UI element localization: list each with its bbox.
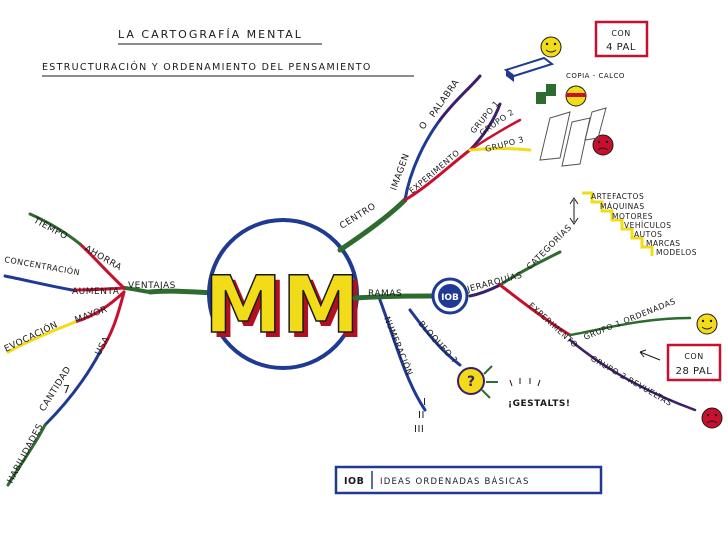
label-28-pal: 28 PAL: [676, 366, 713, 377]
hierarchy-stairs: ARTEFACTOS MÁQUINAS MOTORES VEHÍCULOS AU…: [569, 191, 697, 257]
label-4-pal: 4 PAL: [606, 42, 636, 53]
smiley-happy-top-icon: [540, 36, 562, 58]
label-habilidades: HABILIDADES: [6, 422, 46, 485]
hierarchy-5: MARCAS: [646, 239, 681, 248]
hierarchy-6: MODELOS: [656, 248, 697, 257]
center-mm-shadow: MM: [209, 266, 364, 356]
label-grupo2-revueltas: GRUPO 2 REVUELTAS: [589, 354, 674, 408]
label-experimento-2: EXPERIMENTO: [527, 301, 580, 350]
label-con-4: CON: [611, 29, 630, 38]
smiley-sad-right-icon: [701, 407, 723, 429]
green-blocks-icon: [536, 84, 556, 104]
hierarchy-4: AUTOS: [634, 230, 662, 239]
gestalt-burst: [509, 378, 541, 387]
legend-text: IDEAS ORDENADAS BÁSICAS: [380, 475, 530, 487]
roman-numerals: I II III: [414, 397, 426, 435]
label-jerarquias: JERARQUÍAS: [465, 269, 524, 296]
legend-box: IOB IDEAS ORDENADAS BÁSICAS: [334, 465, 603, 495]
label-roman-1: I: [423, 397, 426, 408]
label-categorias: CATEGORÍAS: [524, 222, 575, 273]
label-ramas: RAMAS: [368, 289, 402, 299]
hierarchy-2: MOTORES: [612, 212, 653, 221]
branch-ventajas: [3, 212, 218, 487]
map-subtitle: ESTRUCTURACIÓN Y ORDENAMIENTO DEL PENSAM…: [42, 61, 372, 73]
label-o: O: [418, 120, 430, 132]
iob-badge-label: IOB: [441, 293, 459, 303]
smiley-sad-top-icon: [592, 134, 614, 156]
label-aumenta: AUMENTA: [72, 287, 120, 297]
hierarchy-1: MÁQUINAS: [600, 202, 645, 211]
label-tiempo: TIEMPO: [31, 215, 69, 242]
label-numeracion: NUMERACIÓN: [381, 315, 416, 378]
center-mm: MM: [204, 261, 359, 351]
center-circle: [207, 218, 359, 370]
label-roman-2: II: [418, 410, 425, 421]
legend-abbr: IOB: [344, 476, 364, 487]
branch-centro: [337, 74, 532, 253]
block-icon: [503, 56, 555, 82]
label-gestalts: ¡GESTALTS!: [508, 399, 571, 409]
up-down-arrow-icon: [569, 197, 579, 225]
label-copia-calco: COPIA - CALCO: [566, 72, 625, 80]
label-seven: 7: [63, 383, 71, 396]
smiley-happy-right-icon: [696, 313, 718, 335]
box-con-4-pal: [594, 20, 649, 58]
iob-badge: IOB: [431, 277, 469, 315]
branch-ramas: [352, 250, 697, 412]
arrow-left-icon: [639, 349, 661, 361]
label-bloqueo: BLOQUEO ?: [416, 319, 459, 366]
hierarchy-3: VEHÍCULOS: [624, 221, 672, 230]
label-evocacion: EVOCACIÓN: [2, 318, 60, 354]
label-ventajas: VENTAJAS: [128, 281, 176, 291]
label-concentracion: CONCENTRACIÓN: [4, 253, 81, 277]
label-mayor: MAYOR: [74, 305, 109, 326]
smiley-neutral-icon: [565, 85, 587, 107]
label-roman-3: III: [414, 424, 424, 435]
question-icon: ?: [457, 365, 498, 399]
papers-icon: [539, 107, 607, 167]
label-con-28: CON: [684, 352, 703, 361]
svg-text:?: ?: [467, 374, 475, 390]
box-con-28-pal: [666, 343, 722, 382]
hierarchy-0: ARTEFACTOS: [591, 192, 644, 201]
map-title: LA CARTOGRAFÍA MENTAL: [118, 28, 303, 41]
label-experimento: EXPERIMENTO: [408, 148, 462, 195]
